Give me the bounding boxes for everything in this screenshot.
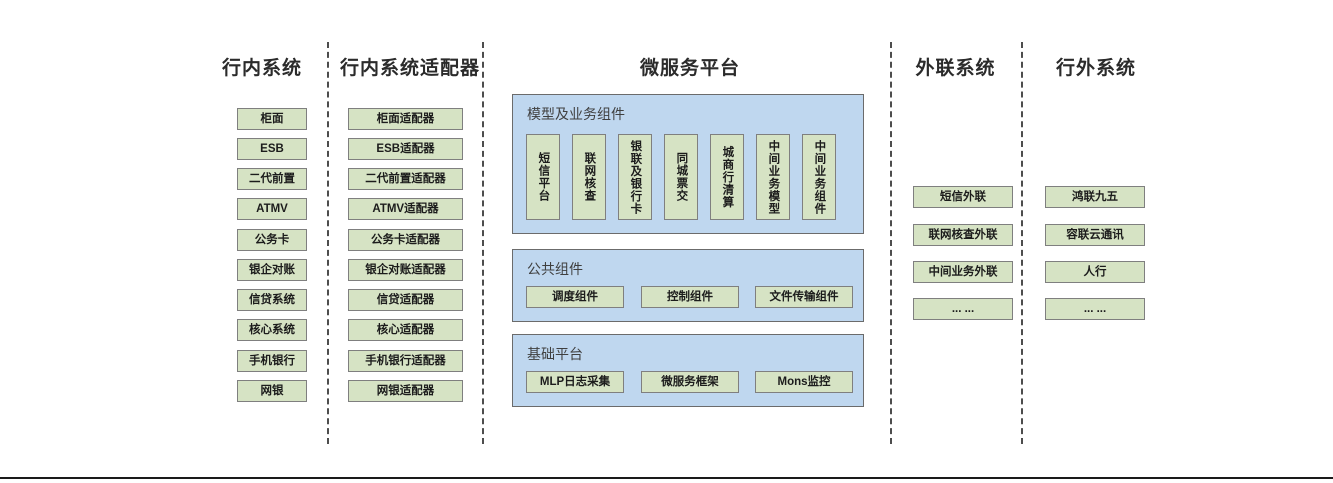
node-model-4[interactable]: 城商行清算 bbox=[710, 134, 744, 220]
node-adapter-7[interactable]: 核心适配器 bbox=[348, 319, 463, 341]
column-title-internal-systems: 行内系统 bbox=[221, 58, 302, 79]
node-internal-1[interactable]: ESB bbox=[237, 138, 307, 160]
node-outside-3[interactable]: ... ... bbox=[1045, 298, 1145, 320]
node-model-1[interactable]: 联网核查 bbox=[572, 134, 606, 220]
panel-public-components: 公共组件 bbox=[512, 249, 864, 322]
node-adapter-2[interactable]: 二代前置适配器 bbox=[348, 168, 463, 190]
node-internal-8[interactable]: 手机银行 bbox=[237, 350, 307, 372]
node-external-2[interactable]: 中间业务外联 bbox=[913, 261, 1013, 283]
node-external-1[interactable]: 联网核查外联 bbox=[913, 224, 1013, 246]
node-internal-2[interactable]: 二代前置 bbox=[237, 168, 307, 190]
node-base-1[interactable]: 微服务框架 bbox=[641, 371, 739, 393]
node-public-2[interactable]: 文件传输组件 bbox=[755, 286, 853, 308]
node-adapter-4[interactable]: 公务卡适配器 bbox=[348, 229, 463, 251]
node-internal-6[interactable]: 信贷系统 bbox=[237, 289, 307, 311]
node-model-3[interactable]: 同城票交 bbox=[664, 134, 698, 220]
node-internal-9[interactable]: 网银 bbox=[237, 380, 307, 402]
panel-base-platform: 基础平台 bbox=[512, 334, 864, 407]
column-title-external-link-systems: 外联系统 bbox=[915, 58, 996, 79]
node-public-0[interactable]: 调度组件 bbox=[526, 286, 624, 308]
panel-title-base-platform: 基础平台 bbox=[527, 346, 583, 362]
separator-4 bbox=[1021, 42, 1023, 444]
node-external-3[interactable]: ... ... bbox=[913, 298, 1013, 320]
column-title-internal-system-adapters: 行内系统适配器 bbox=[340, 58, 481, 79]
node-adapter-0[interactable]: 柜面适配器 bbox=[348, 108, 463, 130]
node-internal-0[interactable]: 柜面 bbox=[237, 108, 307, 130]
node-adapter-9[interactable]: 网银适配器 bbox=[348, 380, 463, 402]
separator-1 bbox=[327, 42, 329, 444]
node-outside-2[interactable]: 人行 bbox=[1045, 261, 1145, 283]
node-model-2[interactable]: 银联及银行卡 bbox=[618, 134, 652, 220]
node-adapter-8[interactable]: 手机银行适配器 bbox=[348, 350, 463, 372]
node-model-6[interactable]: 中间业务组件 bbox=[802, 134, 836, 220]
node-outside-0[interactable]: 鸿联九五 bbox=[1045, 186, 1145, 208]
node-internal-4[interactable]: 公务卡 bbox=[237, 229, 307, 251]
node-adapter-3[interactable]: ATMV适配器 bbox=[348, 198, 463, 220]
separator-2 bbox=[482, 42, 484, 444]
node-base-0[interactable]: MLP日志采集 bbox=[526, 371, 624, 393]
node-model-5[interactable]: 中间业务模型 bbox=[756, 134, 790, 220]
node-base-2[interactable]: Mons监控 bbox=[755, 371, 853, 393]
separator-3 bbox=[890, 42, 892, 444]
node-outside-1[interactable]: 容联云通讯 bbox=[1045, 224, 1145, 246]
node-adapter-5[interactable]: 银企对账适配器 bbox=[348, 259, 463, 281]
bottom-divider bbox=[0, 477, 1333, 479]
node-internal-7[interactable]: 核心系统 bbox=[237, 319, 307, 341]
node-public-1[interactable]: 控制组件 bbox=[641, 286, 739, 308]
node-internal-3[interactable]: ATMV bbox=[237, 198, 307, 220]
panel-title-public-components: 公共组件 bbox=[527, 261, 583, 277]
node-internal-5[interactable]: 银企对账 bbox=[237, 259, 307, 281]
panel-title-model-business-components: 模型及业务组件 bbox=[527, 106, 625, 122]
node-adapter-1[interactable]: ESB适配器 bbox=[348, 138, 463, 160]
column-title-microservice-platform: 微服务平台 bbox=[639, 58, 740, 79]
node-external-0[interactable]: 短信外联 bbox=[913, 186, 1013, 208]
column-title-outside-bank-systems: 行外系统 bbox=[1055, 58, 1136, 79]
node-model-0[interactable]: 短信平台 bbox=[526, 134, 560, 220]
node-adapter-6[interactable]: 信贷适配器 bbox=[348, 289, 463, 311]
